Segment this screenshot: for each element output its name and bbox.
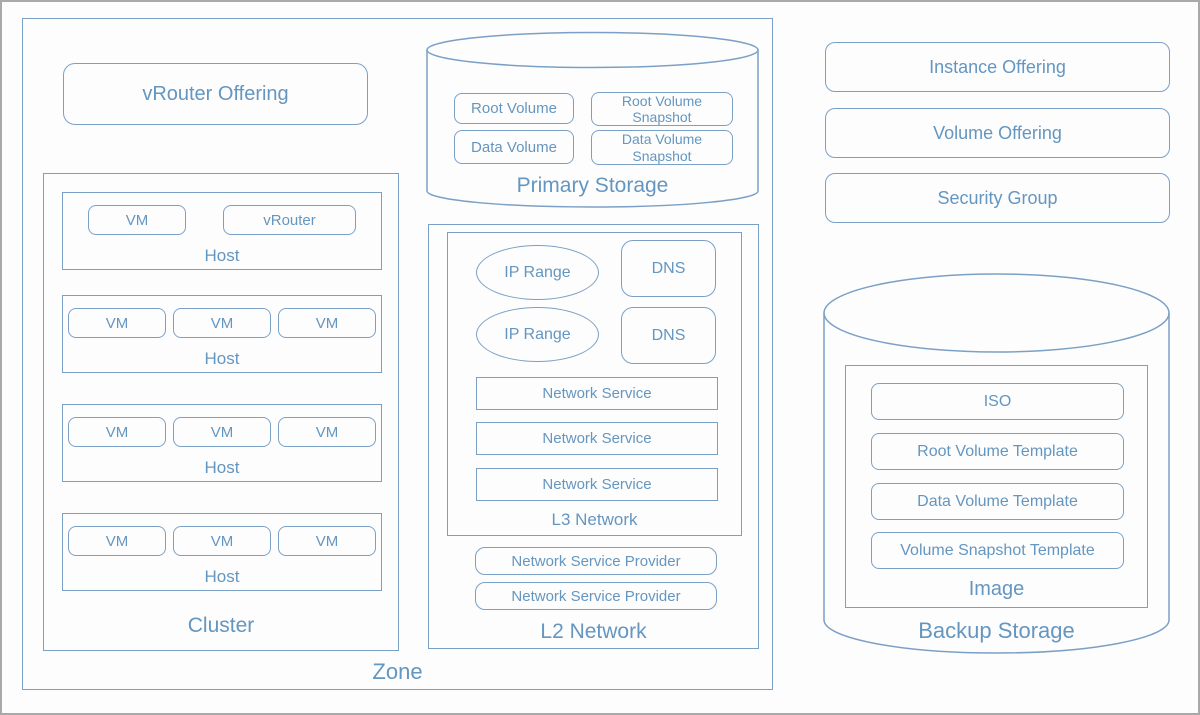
network-service-box: Network Service [476,422,718,455]
iso-box: ISO [871,383,1124,420]
vm-box: VM [88,205,186,235]
primary-storage-cylinder: Root Volume Root Volume Snapshot Data Vo… [426,31,759,211]
network-service-provider-label: Network Service Provider [511,552,681,570]
data-volume-box: Data Volume [454,130,574,164]
host-label: Host [204,567,240,586]
network-service-provider-label: Network Service Provider [511,587,681,605]
root-volume-template-box: Root Volume Template [871,433,1124,470]
instance-offering-box: Instance Offering [825,42,1170,92]
vm-row: VM vRouter [68,205,376,235]
cluster-label: Cluster [187,614,255,637]
ip-range-label: IP Range [504,325,571,343]
root-volume-template-label: Root Volume Template [917,442,1078,460]
cylinder-shape-icon [823,273,1170,654]
vm-box: VM [278,417,376,447]
cluster-box: VM vRouter Host VM VM VM Host VM VM [43,173,399,651]
vrouter-box: vRouter [223,205,356,235]
network-service-label: Network Service [542,430,652,447]
vm-row: VM VM VM [68,308,376,338]
dns-label: DNS [651,259,686,277]
vm-row: VM VM VM [68,417,376,447]
instance-offering-label: Instance Offering [929,56,1066,77]
vm-box: VM [68,308,166,338]
vm-label: VM [210,314,234,332]
vm-box: VM [68,526,166,556]
root-volume-label: Root Volume [471,100,557,117]
vm-label: VM [315,423,339,441]
zone-label: Zone [372,659,423,684]
vm-box: VM [278,308,376,338]
network-service-box: Network Service [476,468,718,501]
root-volume-box: Root Volume [454,93,574,124]
network-service-label: Network Service [542,476,652,493]
vm-label: VM [105,423,129,441]
root-volume-snapshot-label: Root Volume Snapshot [621,92,703,125]
network-service-provider-box: Network Service Provider [475,547,717,575]
primary-storage-label: Primary Storage [516,174,669,197]
volume-snapshot-template-box: Volume Snapshot Template [871,532,1124,569]
dns-label: DNS [651,326,686,344]
security-group-box: Security Group [825,173,1170,223]
vm-box: VM [173,526,271,556]
cylinder-shape-icon [426,31,759,208]
host-label: Host [204,349,240,368]
vm-label: VM [105,314,129,332]
network-service-box: Network Service [476,377,718,410]
vm-label: VM [315,532,339,550]
l2-network-label: L2 Network [540,620,647,643]
vm-label: VM [125,211,149,229]
network-service-provider-box: Network Service Provider [475,582,717,610]
volume-offering-label: Volume Offering [933,122,1062,143]
dns-box: DNS [621,240,716,297]
host-box: VM VM VM Host [62,404,382,482]
root-volume-snapshot-box: Root Volume Snapshot [591,92,733,126]
vrouter-label: vRouter [263,211,316,229]
data-volume-label: Data Volume [471,138,557,156]
host-box: VM VM VM Host [62,295,382,373]
zone-box: vRouter Offering VM vRouter Host VM VM V… [22,18,773,690]
l2-network-box: IP Range DNS IP Range DNS Network Servic… [428,224,759,649]
vrouter-offering-label: vRouter Offering [142,82,289,105]
ip-range-ellipse: IP Range [476,245,599,300]
vm-box: VM [173,308,271,338]
vm-label: VM [315,314,339,332]
iso-label: ISO [983,392,1012,410]
data-volume-template-label: Data Volume Template [917,492,1078,510]
security-group-label: Security Group [937,187,1058,208]
l3-network-box: IP Range DNS IP Range DNS Network Servic… [447,232,742,536]
vrouter-offering-box: vRouter Offering [63,63,368,125]
data-volume-template-box: Data Volume Template [871,483,1124,520]
vm-label: VM [105,532,129,550]
vm-box: VM [278,526,376,556]
data-volume-snapshot-label: Data Volume Snapshot [621,131,703,164]
host-label: Host [204,246,240,265]
host-box: VM vRouter Host [62,192,382,270]
backup-storage-cylinder: ISO Root Volume Template Data Volume Tem… [823,272,1170,657]
ip-range-label: IP Range [504,263,571,281]
host-label: Host [204,458,240,477]
network-service-label: Network Service [542,385,652,402]
image-label: Image [968,578,1025,600]
vm-box: VM [68,417,166,447]
vm-label: VM [210,423,234,441]
volume-offering-box: Volume Offering [825,108,1170,158]
image-box: ISO Root Volume Template Data Volume Tem… [845,365,1148,608]
host-box: VM VM VM Host [62,513,382,591]
ip-range-ellipse: IP Range [476,307,599,362]
vm-label: VM [210,532,234,550]
backup-storage-label: Backup Storage [918,618,1075,643]
l3-network-label: L3 Network [551,510,638,529]
volume-snapshot-template-label: Volume Snapshot Template [900,541,1095,559]
dns-box: DNS [621,307,716,364]
vm-row: VM VM VM [68,526,376,556]
data-volume-snapshot-box: Data Volume Snapshot [591,130,733,165]
vm-box: VM [173,417,271,447]
